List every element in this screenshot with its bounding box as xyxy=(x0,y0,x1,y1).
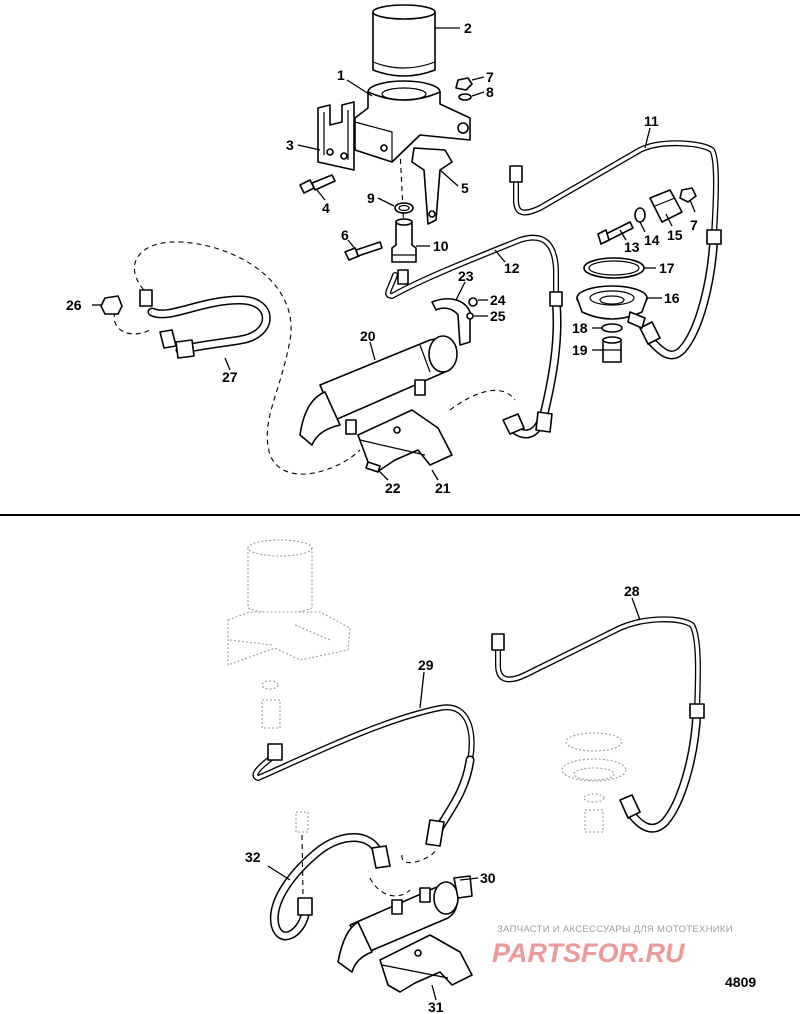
oil-cooler-30 xyxy=(337,875,473,973)
gasket-17 xyxy=(583,257,645,279)
oil-hose-32 xyxy=(269,811,391,941)
leader-lines xyxy=(92,27,696,1001)
callout-15: 15 xyxy=(667,227,683,243)
clip-22 xyxy=(365,461,381,473)
nut-24 xyxy=(468,297,478,307)
callout-17: 17 xyxy=(659,260,675,276)
oil-line-29 xyxy=(252,704,475,847)
callout-7: 7 xyxy=(486,69,494,85)
screw-13 xyxy=(597,221,634,245)
oil-line-12 xyxy=(385,234,563,439)
oil-line-11 xyxy=(509,140,722,360)
ghost-filter-adapter xyxy=(561,732,627,833)
callout-25: 25 xyxy=(490,308,506,324)
callout-14: 14 xyxy=(644,232,660,248)
oil-hose-27 xyxy=(139,289,271,359)
callout-3: 3 xyxy=(286,137,294,153)
washer-25 xyxy=(466,312,474,320)
callout-11: 11 xyxy=(644,113,659,129)
o-ring-18 xyxy=(601,323,623,333)
o-ring-9 xyxy=(394,202,414,214)
routing-dashed-line-right xyxy=(449,389,516,411)
callout-31: 31 xyxy=(428,999,444,1014)
figure-number: 4809 xyxy=(725,974,756,990)
support-bracket-5 xyxy=(411,147,453,225)
callout-27: 27 xyxy=(222,369,238,385)
nut-7 xyxy=(455,77,473,91)
clamp-15 xyxy=(649,189,683,223)
cooler-bracket-31 xyxy=(379,934,473,993)
callout-20: 20 xyxy=(360,328,376,344)
callout-19: 19 xyxy=(572,342,588,358)
oil-filter-2 xyxy=(372,4,436,77)
callout-32: 32 xyxy=(245,849,261,865)
callout-23: 23 xyxy=(458,268,474,284)
callout-13: 13 xyxy=(624,239,640,255)
callout-21: 21 xyxy=(435,480,451,496)
callout-22: 22 xyxy=(385,480,401,496)
callout-26: 26 xyxy=(66,297,82,313)
fitting-26 xyxy=(100,295,123,315)
callout-5: 5 xyxy=(461,180,469,196)
watermark-tagline: ЗАПЧАСТИ И АКСЕССУАРЫ ДЛЯ МОТОТЕХНИКИ xyxy=(497,924,733,935)
callout-6: 6 xyxy=(341,227,349,243)
callout-1: 1 xyxy=(337,67,345,83)
callout-2: 2 xyxy=(464,20,472,36)
callout-8: 8 xyxy=(486,84,494,100)
callout-16: 16 xyxy=(664,290,680,306)
routing-dashed-line-lower xyxy=(369,849,437,897)
callout-29: 29 xyxy=(418,657,434,673)
adapter-10 xyxy=(391,218,417,263)
ghost-filter-assembly xyxy=(227,539,351,729)
oil-cooler-20 xyxy=(299,335,458,446)
callout-4: 4 xyxy=(322,200,330,216)
callout-7b: 7 xyxy=(690,217,698,233)
clip-23 xyxy=(431,298,471,346)
callout-24: 24 xyxy=(490,292,506,308)
callout-18: 18 xyxy=(572,320,588,336)
washer-14 xyxy=(634,207,646,223)
callout-10: 10 xyxy=(433,238,449,254)
callout-30: 30 xyxy=(480,870,496,886)
adapter-plate-3 xyxy=(317,101,355,171)
washer-8 xyxy=(458,93,472,101)
callout-9: 9 xyxy=(367,190,375,206)
routing-dashed-line-26 xyxy=(113,311,151,335)
callout-12: 12 xyxy=(504,260,520,276)
callout-28: 28 xyxy=(624,583,640,599)
routing-dashed-line-32 xyxy=(301,834,304,896)
screw-4 xyxy=(299,174,336,194)
watermark-brand: PARTSFOR.RU xyxy=(492,938,686,968)
oil-line-28 xyxy=(491,616,705,833)
cooler-bracket-21 xyxy=(357,409,453,471)
nut-7-right xyxy=(679,187,697,203)
routing-dashed-line-left xyxy=(133,241,361,475)
fitting-19 xyxy=(602,336,622,363)
screw-6 xyxy=(344,241,383,261)
filter-bracket-1 xyxy=(354,80,471,163)
